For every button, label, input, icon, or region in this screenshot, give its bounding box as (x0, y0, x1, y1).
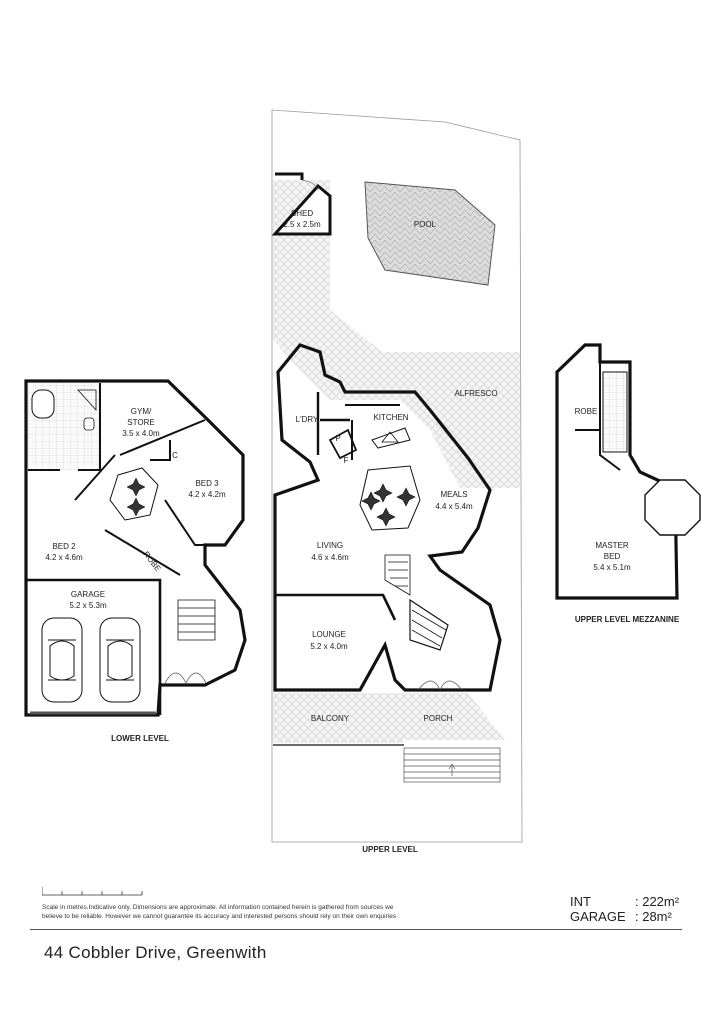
disclaimer: Scale in metres.Indicative only. Dimensi… (42, 903, 482, 921)
kitchen-label: KITCHEN (373, 413, 408, 422)
garage-area-value: : 28m² (635, 909, 672, 924)
shed (271, 172, 332, 236)
master-size: 5.4 x 5.1m (593, 563, 631, 572)
upper-level-plan: SHED 2.5 x 2.5m POOL ALFRESCO L'DRY KITC… (271, 109, 523, 854)
bed2-size: 4.2 x 4.6m (45, 553, 83, 562)
car-right (99, 617, 141, 703)
mezz-robe-label: ROBE (575, 407, 598, 416)
bed3-label: BED 3 (195, 479, 219, 488)
garage-size: 5.2 x 5.3m (69, 601, 107, 610)
mezzanine-void (644, 479, 701, 536)
shed-size: 2.5 x 2.5m (283, 220, 321, 229)
basin (83, 417, 95, 431)
gym-label-2: STORE (127, 418, 154, 427)
meals-size: 4.4 x 5.4m (435, 502, 473, 511)
living-label: LIVING (317, 541, 343, 550)
lower-level-title: LOWER LEVEL (111, 734, 169, 743)
bath (31, 389, 55, 419)
floor-plan: SHED 2.5 x 2.5m POOL ALFRESCO L'DRY KITC… (24, 109, 701, 854)
porch-paving (404, 693, 505, 740)
bed3-size: 4.2 x 4.2m (188, 490, 226, 499)
garage-label: GARAGE (71, 590, 105, 599)
pantry-label: P (335, 434, 340, 443)
meals-label: MEALS (440, 490, 467, 499)
footer-divider (30, 929, 682, 930)
upper-stairs (384, 554, 449, 651)
pool-label: POOL (414, 220, 437, 229)
mezzanine-title: UPPER LEVEL MEZZANINE (575, 615, 680, 624)
car-left (41, 617, 83, 703)
int-label: INT (570, 894, 591, 909)
balcony-label: BALCONY (311, 714, 350, 723)
lower-level-plan: GYM/ STORE 3.5 x 4.0m C BED 3 4.2 x 4.2m… (24, 379, 247, 743)
bed3-planter (109, 467, 159, 521)
lower-stairs (177, 599, 216, 641)
dining-table (359, 465, 421, 531)
lounge-size: 5.2 x 4.0m (310, 642, 348, 651)
gym-size: 3.5 x 4.0m (122, 429, 160, 438)
property-address: 44 Cobbler Drive, Greenwith (44, 943, 267, 962)
master-label-1: MASTER (595, 541, 629, 550)
upper-level-title: UPPER LEVEL (362, 845, 418, 854)
shed-label: SHED (291, 209, 313, 218)
mezzanine-plan: ROBE MASTER BED 5.4 x 5.1m UPPER LEVEL M… (555, 343, 701, 624)
mezzanine-walls (555, 343, 679, 600)
disclaimer-line-1: Scale in metres.Indicative only. Dimensi… (42, 904, 394, 911)
upper-house-walls (273, 343, 502, 692)
living-size: 4.6 x 4.6m (311, 553, 349, 562)
garage-area-label: GARAGE (570, 909, 626, 924)
int-value: : 222m² (635, 894, 680, 909)
alfresco-label: ALFRESCO (454, 389, 497, 398)
closet-label: C (172, 451, 178, 460)
laundry-label: L'DRY (296, 415, 319, 424)
pool (364, 181, 496, 286)
disclaimer-line-2: believe to be reliable. However we canno… (42, 913, 397, 920)
fridge-label: F (344, 456, 349, 465)
area-summary: INT : 222m² GARAGE : 28m² (570, 894, 679, 924)
porch-label: PORCH (424, 714, 453, 723)
scale-bar (42, 887, 143, 896)
kitchen-island (371, 427, 411, 449)
bed2-label: BED 2 (52, 542, 76, 551)
balcony-paving (273, 693, 404, 743)
lounge-label: LOUNGE (312, 630, 346, 639)
master-label-2: BED (604, 552, 621, 561)
paving-rear (273, 237, 520, 488)
gym-label-1: GYM/ (131, 407, 152, 416)
front-steps (403, 747, 501, 783)
